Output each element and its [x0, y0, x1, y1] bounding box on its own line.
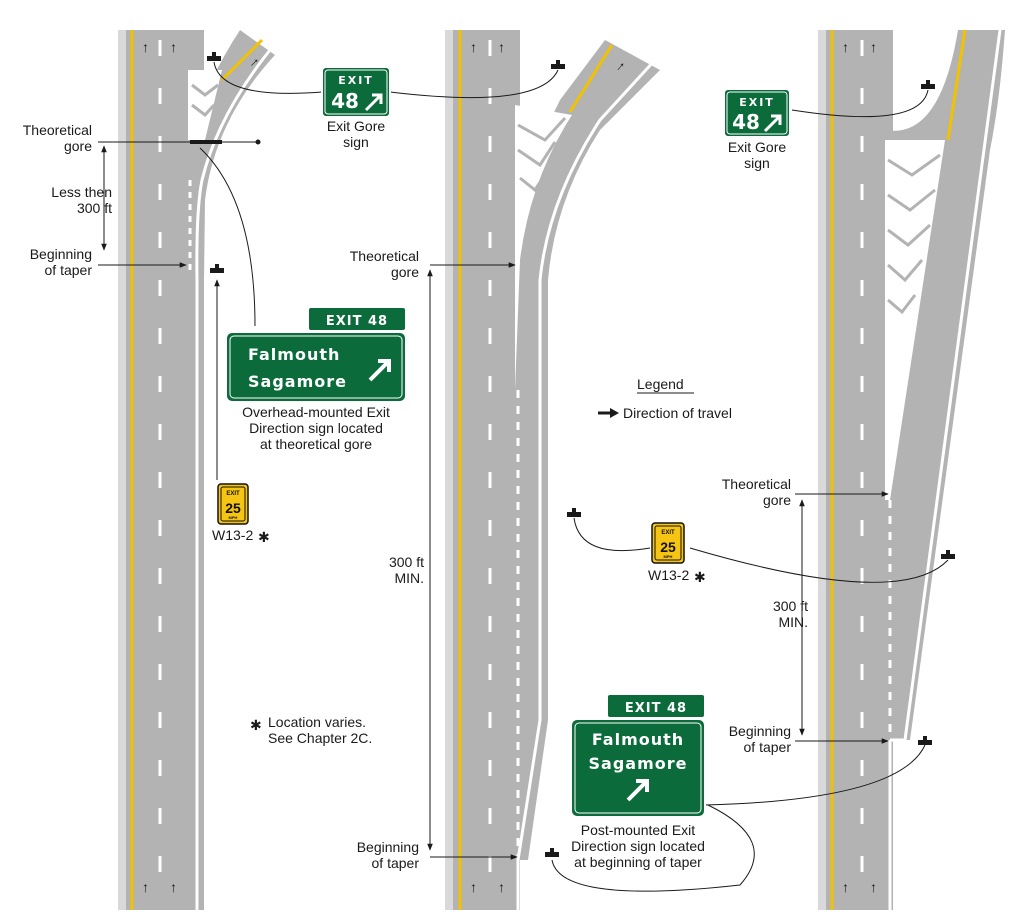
middle-mainline-pavement — [445, 30, 520, 910]
svg-text:48: 48 — [331, 89, 359, 113]
svg-text:EXIT: EXIT — [338, 74, 374, 87]
svg-text:↑: ↑ — [498, 39, 505, 55]
right-w13-label: W13-2 — [648, 567, 689, 583]
svg-text:EXIT 48: EXIT 48 — [625, 701, 687, 716]
right-w13-2-advisory-sign: EXIT 25 MPH — [651, 522, 685, 564]
left-overhead-exit-direction-sign: EXIT 48 Falmouth Sagamore — [225, 306, 407, 403]
legend-arrow-icon — [598, 408, 619, 418]
location-note-asterisk: ✱ — [250, 717, 262, 733]
svg-text:↑: ↑ — [142, 39, 149, 55]
svg-text:MPH: MPH — [229, 515, 238, 520]
legend-item-label: Direction of travel — [623, 405, 732, 421]
location-note: Location varies.See Chapter 2C. — [268, 714, 372, 746]
svg-text:EXIT: EXIT — [661, 530, 675, 536]
svg-text:↑: ↑ — [470, 879, 477, 895]
right-exit-gore-sign: EXIT 48 — [723, 88, 791, 138]
svg-text:↑: ↑ — [470, 39, 477, 55]
svg-text:↑: ↑ — [870, 39, 877, 55]
left-w13-2-advisory-sign: EXIT 25 MPH — [217, 483, 249, 525]
post-mounted-exit-direction-sign: EXIT 48 Falmouth Sagamore — [570, 693, 706, 818]
svg-text:EXIT: EXIT — [739, 96, 775, 109]
leader-lines — [98, 61, 949, 892]
svg-text:25: 25 — [225, 500, 241, 516]
left-w13-asterisk: ✱ — [258, 529, 270, 545]
svg-text:↑: ↑ — [170, 879, 177, 895]
left-exit-gore-sign: EXIT 48 — [321, 66, 391, 118]
svg-text:↑: ↑ — [142, 879, 149, 895]
svg-text:EXIT: EXIT — [226, 491, 240, 497]
middle-roadway: ↑ ↑ ↑ ↑ ↑ — [445, 30, 660, 910]
right-mainline-pavement — [818, 30, 893, 910]
svg-text:MPH: MPH — [664, 554, 673, 559]
svg-text:25: 25 — [660, 539, 676, 555]
svg-text:↑: ↑ — [842, 879, 849, 895]
svg-text:Sagamore: Sagamore — [589, 754, 688, 773]
svg-text:Sagamore: Sagamore — [248, 372, 347, 391]
svg-text:↑: ↑ — [170, 39, 177, 55]
svg-text:Falmouth: Falmouth — [248, 345, 340, 364]
right-roadway: ↑ ↑ ↑ ↑ — [818, 29, 1005, 910]
svg-text:EXIT 48: EXIT 48 — [326, 314, 388, 329]
right-w13-asterisk: ✱ — [694, 569, 706, 585]
sign-post-markers — [207, 52, 955, 857]
middle-ramp-pavement — [515, 40, 660, 860]
svg-text:48: 48 — [732, 110, 760, 134]
svg-text:↑: ↑ — [498, 879, 505, 895]
legend-title: Legend — [637, 376, 684, 392]
svg-text:↑: ↑ — [870, 879, 877, 895]
left-roadway: ↑ ↑ ↑ ↑ ↑ — [118, 30, 275, 910]
svg-text:↑: ↑ — [842, 39, 849, 55]
left-w13-label: W13-2 — [212, 527, 253, 543]
svg-text:Falmouth: Falmouth — [592, 730, 684, 749]
